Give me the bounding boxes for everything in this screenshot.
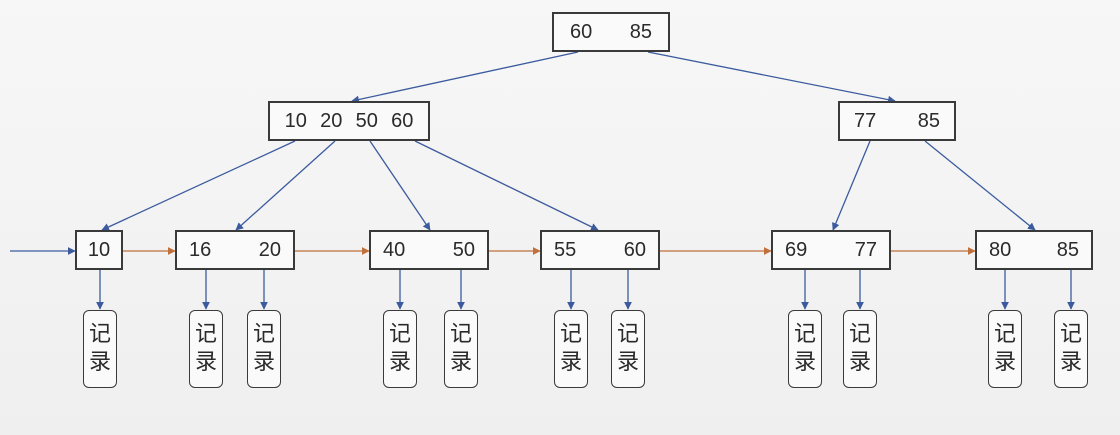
leaf-node-5: 69 77	[771, 230, 891, 270]
leaf-2-key-2: 20	[258, 238, 281, 261]
record-box: 记 录	[554, 310, 588, 388]
record-char-2: 录	[252, 350, 275, 375]
leaf-1-key-1: 10	[87, 238, 111, 261]
record-box: 记 录	[1054, 310, 1088, 388]
leaf-4-key-2: 60	[623, 238, 646, 261]
record-char-1: 记	[793, 322, 816, 347]
internal-right-key-1: 77	[854, 109, 877, 132]
internal-node-right: 77 85	[838, 101, 956, 141]
record-char-1: 记	[449, 322, 472, 347]
leaf-3-key-1: 40	[383, 238, 406, 261]
record-char-1: 记	[848, 322, 871, 347]
record-char-2: 录	[616, 350, 639, 375]
record-box: 记 录	[843, 310, 877, 388]
leaf-3-key-2: 50	[452, 238, 475, 261]
record-box: 记 录	[189, 310, 223, 388]
record-char-2: 录	[559, 350, 582, 375]
record-char-1: 记	[616, 322, 639, 347]
leaf-4-key-1: 55	[554, 238, 577, 261]
internal-left-key-4: 60	[391, 109, 414, 132]
leaf-node-3: 40 50	[369, 230, 489, 270]
record-char-1: 记	[1059, 322, 1082, 347]
root-node: 60 85	[552, 12, 670, 52]
record-char-2: 录	[848, 350, 871, 375]
leaf-2-key-1: 16	[189, 238, 212, 261]
edge-internal-to-leaf	[414, 140, 599, 231]
leaf-6-key-2: 85	[1056, 238, 1079, 261]
leaf-node-4: 55 60	[540, 230, 660, 270]
internal-node-left: 10 20 50 60	[268, 101, 430, 141]
record-char-1: 记	[388, 322, 411, 347]
record-char-1: 记	[993, 322, 1016, 347]
record-box: 记 录	[247, 310, 281, 388]
leaf-node-6: 80 85	[975, 230, 1093, 270]
internal-left-key-1: 10	[284, 109, 307, 132]
edge-internal-to-leaf	[235, 140, 336, 231]
record-char-1: 记	[252, 322, 275, 347]
record-char-1: 记	[88, 322, 111, 347]
edge-internal-to-leaf	[101, 140, 296, 231]
edge-root-to-right	[647, 51, 896, 104]
leaf-6-key-1: 80	[989, 238, 1012, 261]
record-box: 记 录	[988, 310, 1022, 388]
record-char-1: 记	[559, 322, 582, 347]
record-box: 记 录	[383, 310, 417, 388]
record-box: 记 录	[788, 310, 822, 388]
leaf-node-1: 10	[75, 230, 123, 270]
record-char-1: 记	[194, 322, 217, 347]
record-char-2: 录	[88, 350, 111, 375]
record-box: 记 录	[83, 310, 117, 388]
root-key-1: 60	[570, 20, 593, 43]
edge-internal-to-leaf	[924, 140, 1036, 231]
record-char-2: 录	[1059, 350, 1082, 375]
root-key-2: 85	[629, 20, 652, 43]
record-box: 记 录	[444, 310, 478, 388]
leaf-5-key-1: 69	[785, 238, 808, 261]
internal-left-key-2: 20	[320, 109, 343, 132]
record-char-2: 录	[388, 350, 411, 375]
internal-left-key-3: 50	[355, 109, 378, 132]
record-char-2: 录	[449, 350, 472, 375]
edge-root-to-left	[351, 51, 579, 104]
record-char-2: 录	[194, 350, 217, 375]
edge-internal-to-leaf	[369, 140, 431, 231]
record-char-2: 录	[993, 350, 1016, 375]
edge-internal-to-leaf	[832, 140, 871, 231]
internal-right-key-2: 85	[917, 109, 940, 132]
leaf-5-key-2: 77	[854, 238, 877, 261]
record-box: 记 录	[611, 310, 645, 388]
record-char-2: 录	[793, 350, 816, 375]
leaf-node-2: 16 20	[175, 230, 295, 270]
